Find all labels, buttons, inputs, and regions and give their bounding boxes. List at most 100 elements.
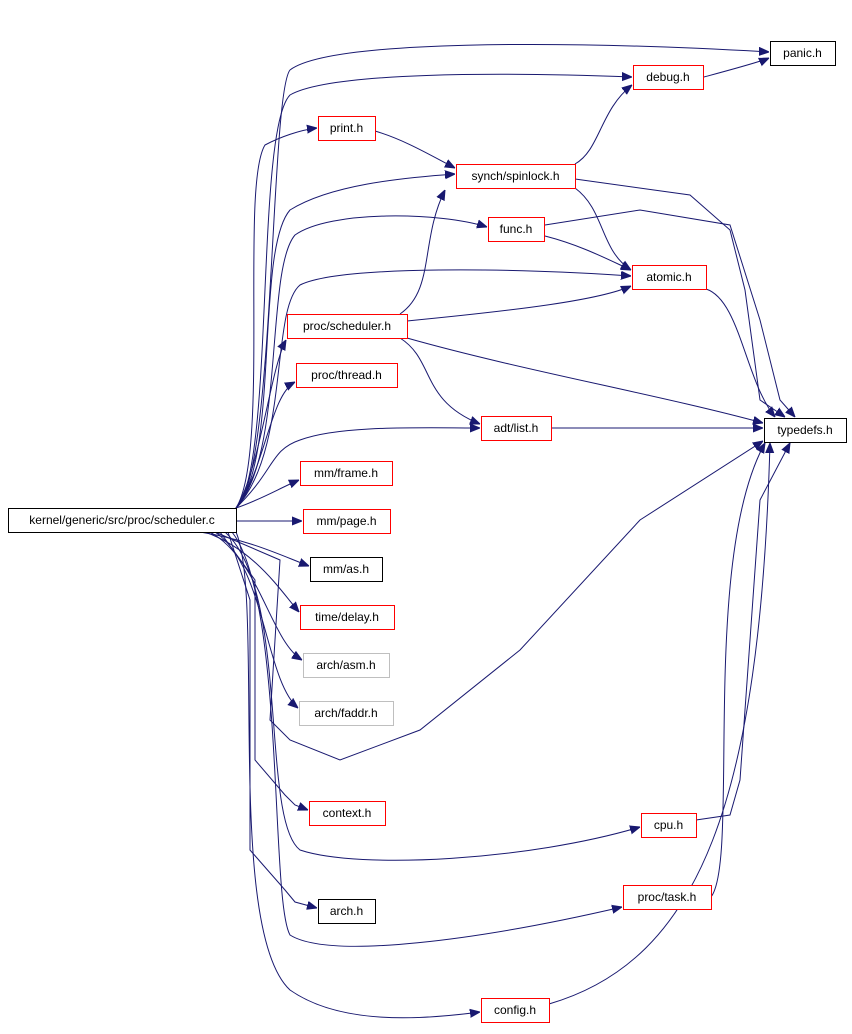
node-label: proc/task.h (638, 890, 697, 904)
edge-root-to-atomic (235, 269, 631, 509)
edge-root-to-asm (209, 531, 302, 660)
node-label: config.h (494, 1003, 536, 1017)
node-print[interactable]: print.h (318, 116, 376, 141)
edge-sched_h-to-atomic (406, 286, 631, 322)
node-box (456, 164, 576, 189)
node-label: context.h (323, 806, 372, 820)
edge-config-to-typedefs (548, 443, 770, 1005)
edge-root-to-sched_h (235, 340, 286, 509)
node-debug[interactable]: debug.h (633, 65, 704, 90)
node-box (641, 813, 697, 838)
edge-func-to-atomic (544, 235, 631, 270)
node-box (310, 557, 383, 582)
node-spinlock[interactable]: synch/spinlock.h (456, 164, 576, 189)
node-atomic[interactable]: atomic.h (632, 265, 707, 290)
node-as[interactable]: mm/as.h (310, 557, 383, 582)
node-box (481, 416, 552, 441)
edge-root-to-frame (235, 480, 299, 509)
node-config[interactable]: config.h (481, 998, 550, 1023)
node-box (318, 899, 376, 924)
node-arch[interactable]: arch.h (318, 899, 376, 924)
node-box (303, 509, 391, 534)
node-faddr[interactable]: arch/faddr.h (299, 701, 394, 726)
node-box (623, 885, 712, 910)
edge-sched_h-to-list (399, 337, 480, 424)
edge-root-to-config (235, 531, 480, 1019)
node-asm[interactable]: arch/asm.h (303, 653, 390, 678)
node-box (764, 418, 847, 443)
edge-task-to-typedefs (710, 443, 765, 898)
node-root: kernel/generic/src/proc/scheduler.c (8, 508, 237, 533)
edges-layer (199, 44, 795, 1019)
node-frame[interactable]: mm/frame.h (300, 461, 393, 486)
edge-spinlock-to-typedefs (574, 178, 785, 417)
node-box (481, 998, 550, 1023)
edge-root-to-cpu (224, 531, 640, 861)
edge-func-to-typedefs (544, 209, 795, 417)
edge-root-to-func (235, 215, 487, 509)
edge-sched_h-to-typedefs (406, 337, 763, 423)
edge-sched_h-to-spinlock (399, 190, 445, 315)
node-box (300, 605, 395, 630)
node-label: mm/as.h (323, 562, 369, 576)
node-box (303, 653, 390, 678)
nodes-layer: kernel/generic/src/proc/scheduler.c panic… (8, 41, 847, 1023)
node-box (632, 265, 707, 290)
edge-root-to-debug (235, 74, 632, 509)
node-box (8, 508, 237, 533)
edge-root-to-list (235, 428, 480, 509)
node-thread[interactable]: proc/thread.h (296, 363, 398, 388)
node-label: proc/thread.h (311, 368, 382, 382)
node-box (287, 314, 408, 339)
edge-spinlock-to-atomic (574, 187, 631, 270)
node-label: adt/list.h (494, 421, 539, 435)
node-label: arch/asm.h (316, 658, 375, 672)
edge-root-to-thread (235, 382, 295, 509)
node-box (296, 363, 398, 388)
node-typedefs[interactable]: typedefs.h (764, 418, 847, 443)
node-cpu[interactable]: cpu.h (641, 813, 697, 838)
node-list[interactable]: adt/list.h (481, 416, 552, 441)
node-panic[interactable]: panic.h (770, 41, 836, 66)
edge-root-to-faddr (214, 531, 298, 708)
edge-print-to-spinlock (374, 130, 455, 168)
node-label: synch/spinlock.h (471, 169, 559, 183)
node-label: cpu.h (654, 818, 683, 832)
edge-root-to-panic (235, 44, 769, 509)
node-label: mm/page.h (316, 514, 376, 528)
node-sched_h[interactable]: proc/scheduler.h (287, 314, 408, 339)
edge-atomic-to-typedefs (705, 288, 775, 417)
node-box (318, 116, 376, 141)
node-box (299, 701, 394, 726)
edge-debug-to-panic (703, 58, 769, 78)
node-label: proc/scheduler.h (303, 319, 391, 333)
node-page[interactable]: mm/page.h (303, 509, 391, 534)
edge-cpu-to-typedefs (695, 443, 790, 821)
node-label: func.h (500, 222, 533, 236)
node-label: arch.h (330, 904, 363, 918)
edge-spinlock-to-debug (574, 85, 632, 165)
node-box (488, 217, 545, 242)
edge-root-to-task (231, 531, 622, 947)
node-delay[interactable]: time/delay.h (300, 605, 395, 630)
edge-root-to-arch (227, 531, 317, 908)
node-box (300, 461, 393, 486)
node-label: atomic.h (646, 270, 691, 284)
edge-root-to-print (235, 128, 317, 509)
edge-root-to-typedefs (214, 441, 763, 761)
node-label: panic.h (783, 46, 822, 60)
edge-root-to-context (219, 531, 308, 810)
node-label: time/delay.h (315, 610, 379, 624)
node-box (770, 41, 836, 66)
node-label: kernel/generic/src/proc/scheduler.c (29, 513, 214, 527)
node-label: mm/frame.h (314, 466, 378, 480)
node-func[interactable]: func.h (488, 217, 545, 242)
node-box (309, 801, 386, 826)
node-box (633, 65, 704, 90)
edge-root-to-spinlock (235, 174, 455, 509)
node-task[interactable]: proc/task.h (623, 885, 712, 910)
node-context[interactable]: context.h (309, 801, 386, 826)
node-label: arch/faddr.h (314, 706, 377, 720)
node-label: print.h (330, 121, 363, 135)
